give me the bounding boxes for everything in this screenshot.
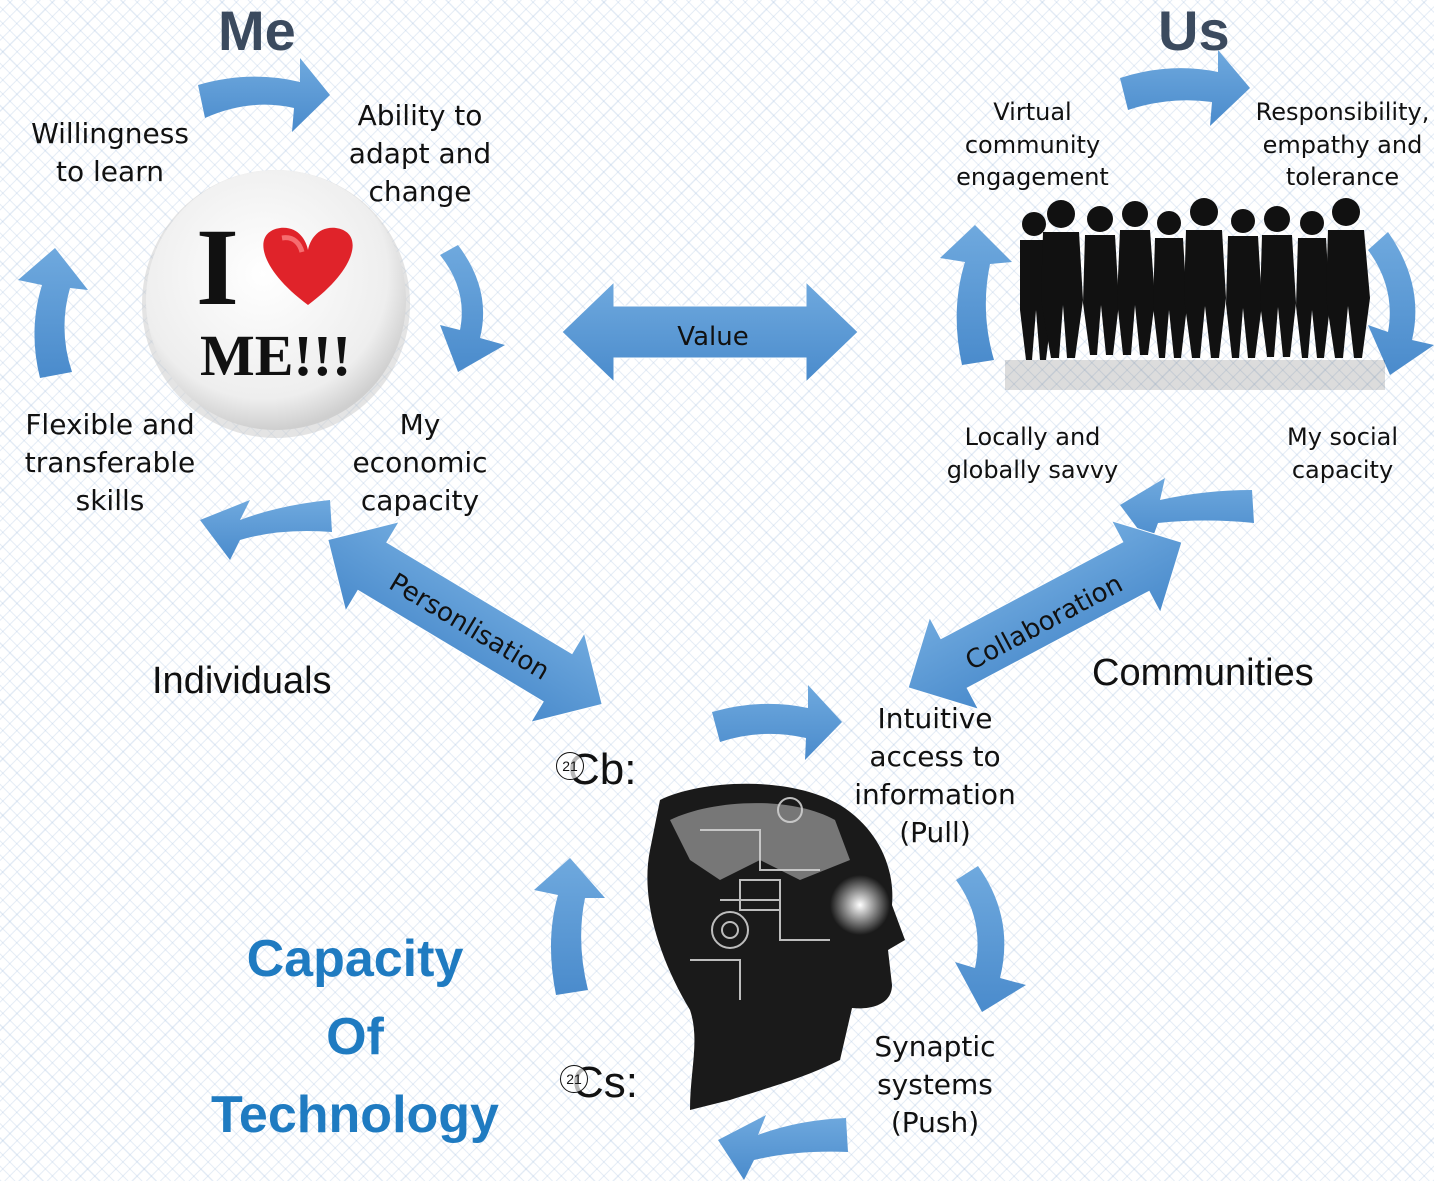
us-cycle-arrow-bottom [1120, 478, 1254, 545]
us-cycle-arrow-right [1368, 232, 1434, 375]
heart-icon [263, 227, 353, 305]
ability-to-adapt-label: Ability to adapt and change [348, 99, 492, 208]
capacity-of-technology-title: Capacity Of Technology [211, 930, 499, 1144]
badge-word-me: ME!!! [200, 323, 352, 388]
tech-cycle-arrow-left [534, 858, 605, 995]
tech-cycle-arrow-top [712, 685, 842, 760]
badge-letter-i: I [196, 206, 239, 328]
responsibility-label: Responsibility, empathy and tolerance [1255, 98, 1430, 191]
personalisation-double-arrow [327, 521, 603, 723]
value-double-arrow [561, 280, 859, 384]
collaboration-double-arrow [907, 519, 1183, 711]
virtual-community-label: Virtual community engagement [956, 98, 1109, 191]
locally-globally-savvy-label: Locally and globally savvy [946, 423, 1119, 484]
tech-cycle-arrow-bottom [718, 1115, 848, 1180]
me-cycle-arrow-bottom [200, 500, 332, 560]
willingness-to-learn-label: Willingness to learn [31, 117, 189, 188]
individuals-label: Individuals [152, 660, 332, 702]
technology-head-image [647, 783, 905, 1110]
me-heading: Me [218, 0, 296, 62]
c21s-label: 21Cs: [560, 1058, 638, 1108]
me-cycle-arrow-left [18, 248, 88, 378]
us-cycle-arrow-left [940, 225, 1012, 365]
version-21-badge: 21 [560, 1065, 588, 1094]
intuitive-access-label: Intuitive access to information (Pull) [854, 702, 1016, 849]
us-heading: Us [1158, 0, 1230, 62]
me-cycle-arrow-top [198, 58, 330, 132]
me-cycle-arrow-right [440, 245, 505, 372]
version-21-badge: 21 [556, 752, 584, 781]
social-capacity-label: My social capacity [1287, 423, 1398, 484]
economic-capacity-label: My economic capacity [352, 408, 488, 517]
crowd-silhouette-image [1005, 198, 1385, 390]
flexible-skills-label: Flexible and transferable skills [24, 408, 196, 517]
communities-label: Communities [1092, 652, 1314, 694]
synaptic-systems-label: Synaptic systems (Push) [874, 1030, 996, 1139]
i-love-me-badge [142, 170, 410, 438]
c21b-label: 21Cb: [556, 745, 636, 795]
value-link-label: Value [677, 322, 748, 352]
us-cycle-arrow-top [1120, 50, 1250, 126]
tech-cycle-arrow-right [955, 866, 1026, 1012]
